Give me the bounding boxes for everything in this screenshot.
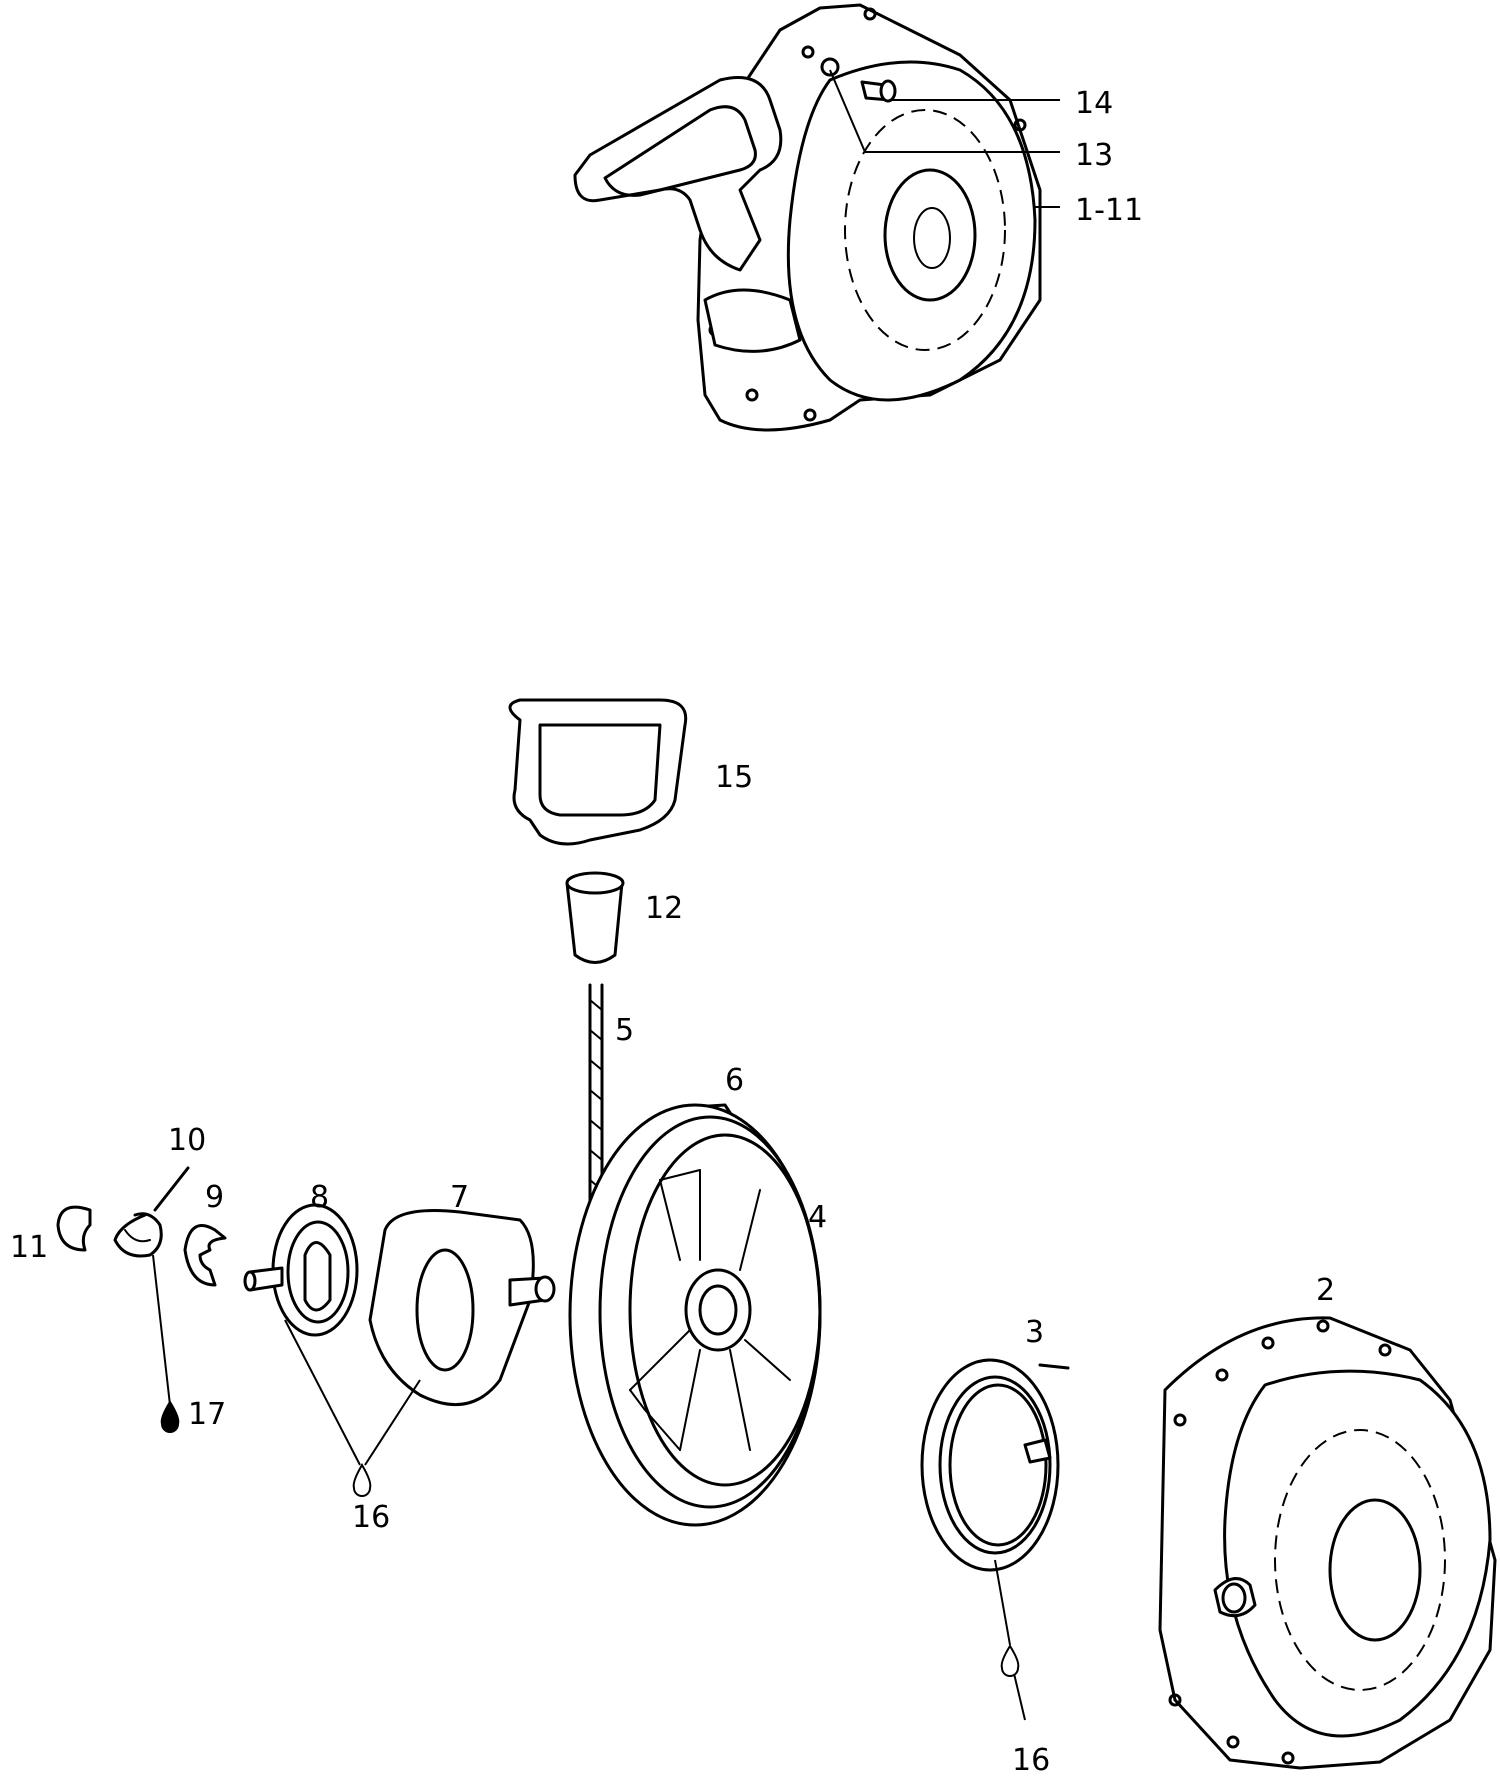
part-8-spring-cassette [243,1203,359,1337]
part-11-circlip [56,1205,92,1252]
part-15-handle [508,698,688,846]
callout-6: 6 [725,1063,744,1098]
callout-14: 14 [1075,86,1113,121]
callout-7: 7 [450,1180,469,1215]
callout-1-11: 1-11 [1075,193,1143,228]
housing-holes [1168,1319,1392,1765]
callout-12: 12 [645,891,683,926]
callout-9: 9 [205,1180,224,1215]
part-7-plate [368,1208,556,1407]
callout-15: 15 [715,760,753,795]
callout-8: 8 [310,1180,329,1215]
part-3-recoil-spring [920,1358,1070,1572]
callout-16: 16 [352,1500,390,1535]
callout-2: 2 [1316,1273,1335,1308]
part-10-spring [113,1166,190,1258]
callout-16: 16 [1012,1743,1050,1778]
lubricant-drop-icon [352,1463,372,1497]
callout-13: 13 [1075,138,1113,173]
grease-drop-icon [160,1400,180,1433]
callout-11: 11 [10,1230,48,1265]
callout-3: 3 [1025,1315,1044,1350]
part-12-plug [565,871,625,964]
assembled-starter [573,3,1042,432]
callout-5: 5 [615,1013,634,1048]
callout-10: 10 [168,1123,206,1158]
washer-13 [820,57,840,77]
flange-holes [708,7,1027,422]
bolt-14 [860,79,897,103]
part-4-pulley [568,1103,822,1527]
part-9-eclip [183,1224,227,1287]
callout-17: 17 [188,1397,226,1432]
lubricant-drop-icon [1000,1644,1020,1677]
part-2-housing [1158,1316,1497,1770]
callout-4: 4 [808,1200,827,1235]
